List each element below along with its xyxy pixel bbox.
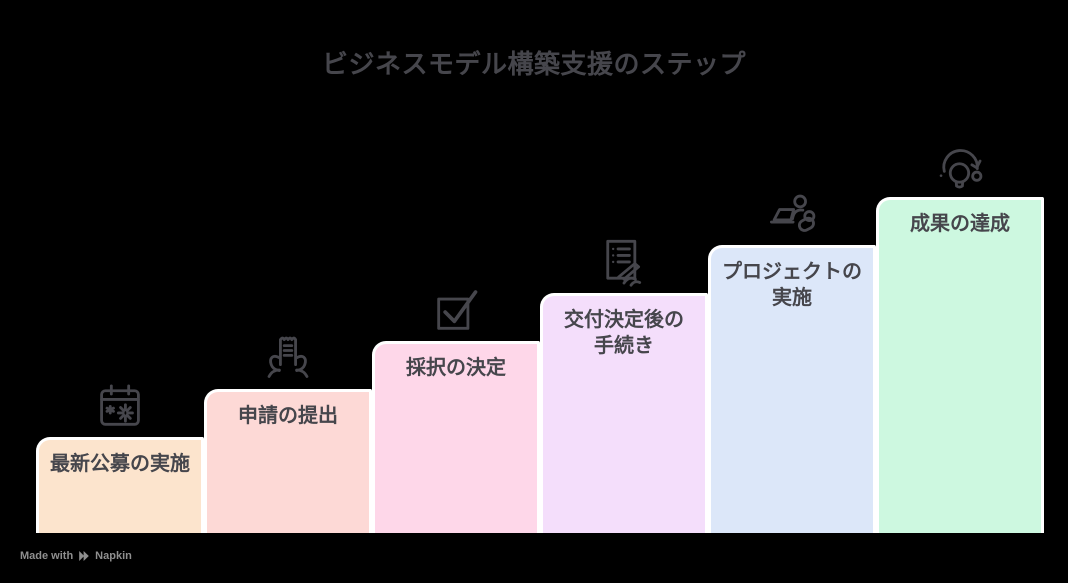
step-label-2: 申請の提出 [238, 405, 338, 427]
step-label-3: 採択の決定 [406, 357, 506, 379]
document-signing-icon [598, 237, 650, 289]
step-label-6: 成果の達成 [910, 213, 1010, 235]
step-block-1: 最新公募の実施 [36, 437, 204, 533]
step-label-4: 交付決定後の 手続き [564, 309, 684, 357]
watermark-brand-text: Napkin [95, 550, 132, 562]
watermark: Made with Napkin [20, 550, 132, 562]
hands-holding-document-icon [262, 331, 314, 383]
watermark-made-with-text: Made with [20, 550, 74, 562]
checkbox-checked-icon [430, 285, 482, 337]
page-title: ビジネスモデル構築支援のステップ [321, 49, 746, 79]
step-block-2: 申請の提出 [204, 389, 372, 533]
step-block-4: 交付決定後の 手続き [540, 293, 708, 533]
person-laptop-icon [766, 189, 818, 241]
step-label-5: プロジェクトの 実施 [722, 261, 862, 309]
napkin-logo-icon [79, 551, 89, 561]
lightbulb-idea-icon [934, 141, 986, 193]
step-block-5: プロジェクトの 実施 [708, 245, 876, 533]
step-block-6: 成果の達成 [876, 197, 1044, 533]
step-block-3: 採択の決定 [372, 341, 540, 533]
calendar-sparkle-icon [94, 381, 146, 433]
step-label-1: 最新公募の実施 [50, 453, 190, 475]
